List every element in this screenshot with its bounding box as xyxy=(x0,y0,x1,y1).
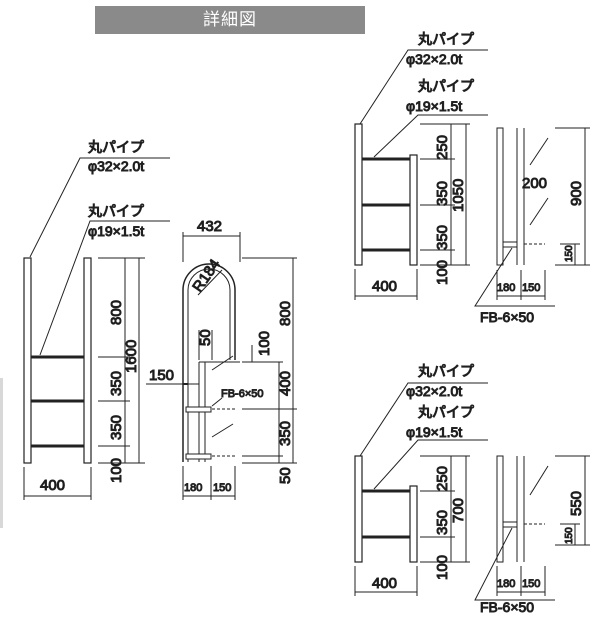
side-100-label: 100 xyxy=(256,331,273,356)
side-400-label: 400 xyxy=(277,371,294,396)
medium-side-post xyxy=(496,127,504,266)
medium-foot-b-label: 150 xyxy=(522,282,540,294)
arch-rail-inner xyxy=(187,268,231,462)
title-bar: 詳細図 xyxy=(95,6,365,34)
short-ladder-front xyxy=(354,382,488,596)
left-edge-divider xyxy=(0,378,3,528)
tall-ladder-front xyxy=(23,157,170,500)
leader-line xyxy=(359,382,488,457)
medium-rung-pipe-spec: φ19×1.5t xyxy=(406,98,462,114)
medium-foot-h-label: 150 xyxy=(564,245,575,262)
short-side-post xyxy=(496,455,504,563)
short-foot-h-label: 150 xyxy=(564,527,575,544)
diagonal-strut xyxy=(211,423,234,438)
side-upper-label: 800 xyxy=(277,301,294,326)
tall-width-label: 400 xyxy=(40,477,65,494)
medium-main-pipe-spec: φ32×2.0t xyxy=(406,51,462,67)
radius-label: R184 xyxy=(189,256,223,295)
fb-leader xyxy=(211,397,223,407)
foot-plate xyxy=(502,241,518,248)
diagonal-strut xyxy=(211,355,234,371)
medium-mid1-label: 350 xyxy=(434,181,451,206)
short-total-label: 700 xyxy=(450,498,467,523)
tall-rung-pipe-name: 丸パイプ xyxy=(88,203,144,219)
medium-rung-pipe-name: 丸パイプ xyxy=(418,78,474,94)
short-top-label: 250 xyxy=(434,466,451,491)
foot-plate xyxy=(502,521,518,528)
short-left-rail xyxy=(354,455,363,563)
foot-plate xyxy=(185,406,212,413)
short-side-height-label: 550 xyxy=(568,491,585,516)
short-right-rail xyxy=(409,485,418,563)
leader-line xyxy=(29,157,170,258)
diagonal-strut xyxy=(529,137,549,166)
leader-line xyxy=(359,49,488,125)
tall-right-rail xyxy=(83,257,92,464)
short-mid-label: 350 xyxy=(434,510,451,535)
side-fb-label: FB-6×50 xyxy=(221,388,264,400)
medium-main-pipe-name: 丸パイプ xyxy=(418,31,474,47)
tall-main-pipe-spec: φ32×2.0t xyxy=(88,158,144,174)
medium-width-label: 400 xyxy=(372,278,397,295)
side-foot-b-label: 150 xyxy=(213,482,231,494)
diagonal-strut xyxy=(529,465,549,496)
medium-ladder-front xyxy=(354,49,488,300)
fb-leader xyxy=(474,527,555,601)
tall-ladder-side xyxy=(146,232,297,500)
side-foot-a-label: 180 xyxy=(184,482,202,494)
leader-line xyxy=(373,114,488,158)
leader-line xyxy=(373,439,488,490)
short-bottom-label: 100 xyxy=(434,555,451,580)
side-offset-label: 50 xyxy=(197,329,214,346)
tall-mid1-label: 350 xyxy=(108,371,125,396)
tall-total-label: 1600 xyxy=(123,340,140,373)
medium-bottom-label: 100 xyxy=(434,260,451,285)
arch-rail-outer xyxy=(182,263,236,462)
short-rung-pipe-spec: φ19×1.5t xyxy=(406,424,462,440)
medium-ladder-side xyxy=(474,127,590,307)
short-main-pipe-name: 丸パイプ xyxy=(418,363,474,379)
tall-left-rail xyxy=(23,257,32,464)
leader-line xyxy=(39,220,170,356)
side-top-width-label: 432 xyxy=(197,218,222,235)
side-left-150-label: 150 xyxy=(149,367,174,384)
tall-upper-label: 800 xyxy=(108,300,125,325)
short-width-label: 400 xyxy=(372,575,397,592)
short-ladder-side xyxy=(474,455,590,601)
medium-side-height-label: 900 xyxy=(568,181,585,206)
fb-leader xyxy=(474,247,555,307)
medium-side-mid-label: 200 xyxy=(522,175,547,192)
medium-top-label: 250 xyxy=(434,135,451,160)
short-foot-a-label: 180 xyxy=(497,578,515,590)
medium-right-rail xyxy=(409,154,418,266)
medium-left-rail xyxy=(354,123,363,266)
short-fb-label: FB-6×50 xyxy=(480,599,534,615)
medium-total-label: 1050 xyxy=(450,179,467,212)
medium-mid2-label: 350 xyxy=(434,225,451,250)
medium-fb-label: FB-6×50 xyxy=(480,309,534,325)
page-title: 詳細図 xyxy=(203,10,257,30)
short-main-pipe-spec: φ32×2.0t xyxy=(406,383,462,399)
short-foot-b-label: 150 xyxy=(522,578,540,590)
diagonal-strut xyxy=(529,197,549,226)
side-350-label: 350 xyxy=(277,421,294,446)
tall-mid2-label: 350 xyxy=(108,415,125,440)
radius-leader xyxy=(197,269,223,296)
short-rung-pipe-name: 丸パイプ xyxy=(418,404,474,420)
foot-plate xyxy=(185,453,212,460)
side-50-label: 50 xyxy=(277,467,294,484)
medium-foot-a-label: 180 xyxy=(497,282,515,294)
tall-main-pipe-name: 丸パイプ xyxy=(88,139,144,155)
tall-bottom-label: 100 xyxy=(108,458,125,483)
tall-rung-pipe-spec: φ19×1.5t xyxy=(88,223,144,239)
